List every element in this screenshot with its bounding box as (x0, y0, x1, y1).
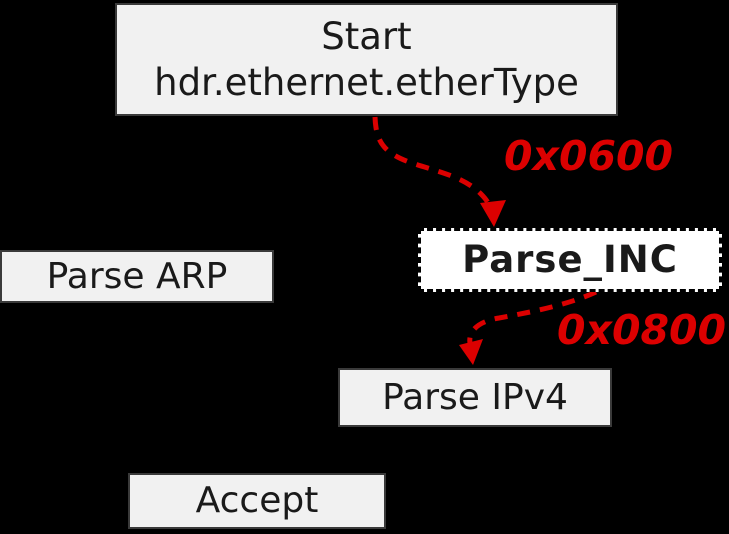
arrowhead-start-to-parseinc-icon (480, 200, 506, 227)
edge-label-0x0800: 0x0800 (557, 306, 727, 354)
edge-label-0x0600: 0x0600 (504, 132, 674, 180)
edge-parseinc-to-parseipv4 (467, 289, 598, 344)
node-parse-ipv4: Parse IPv4 (338, 368, 612, 427)
node-start-title: Start (321, 15, 412, 59)
node-start: Start hdr.ethernet.etherType (115, 3, 618, 116)
arrowhead-parseinc-to-parseipv4-icon (459, 339, 483, 365)
node-parse-inc: Parse_INC (418, 228, 722, 292)
node-accept: Accept (128, 473, 386, 529)
node-parse-arp: Parse ARP (0, 250, 274, 303)
edge-start-to-parseinc (372, 116, 493, 209)
node-start-select-field: hdr.ethernet.etherType (154, 60, 579, 104)
